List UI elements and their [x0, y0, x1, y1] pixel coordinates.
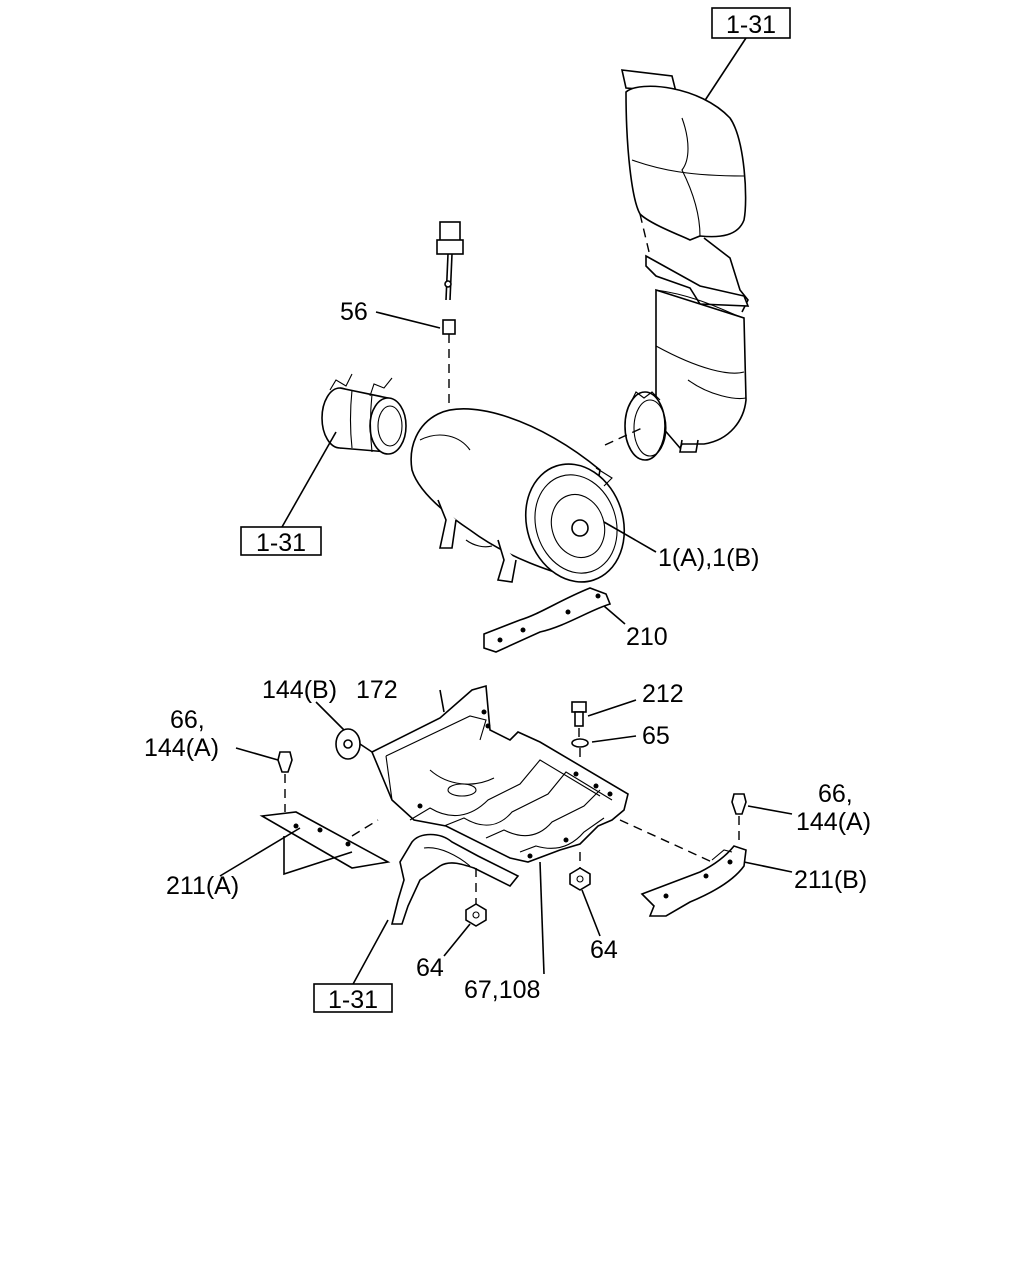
leader-211b: [743, 861, 793, 873]
leader-56: [375, 311, 441, 329]
leader-64-right: [581, 889, 601, 937]
mounting-frame: [370, 684, 629, 863]
leader-ref-left: [281, 431, 337, 528]
leader-66-right: [747, 805, 793, 815]
callout-64-right: 64: [590, 936, 618, 964]
leader-212: [587, 699, 637, 717]
clip-66-144a-left[interactable]: [277, 751, 293, 773]
callout-144b: 144(B): [262, 676, 337, 704]
sensor-56[interactable]: [436, 221, 464, 335]
plate-211a[interactable]: [259, 811, 391, 876]
bolt-212[interactable]: [571, 701, 587, 727]
callout-172: 172: [356, 676, 398, 704]
ref-box-top[interactable]: 1-31: [711, 7, 791, 39]
lower-bracket: [390, 833, 520, 925]
ref-label-bottom: 1-31: [328, 986, 378, 1014]
callout-66-right: 66,: [818, 780, 853, 808]
leader-144b: [315, 701, 345, 731]
intake-duct: [620, 69, 750, 461]
leader-ref-bottom: [351, 919, 389, 987]
dashed-line-duct-to-cleaner: [604, 427, 643, 446]
leader-1ab: [603, 521, 657, 553]
callout-212: 212: [642, 680, 684, 708]
callout-67-108: 67,108: [464, 976, 540, 1004]
air-cleaner: [410, 408, 626, 583]
callout-210: 210: [626, 623, 668, 651]
callout-66-left: 66,: [170, 706, 205, 734]
nut-64-left[interactable]: [465, 903, 487, 927]
leader-65: [591, 735, 637, 743]
leader-67-108: [539, 861, 545, 975]
ref-box-bottom[interactable]: 1-31: [313, 983, 393, 1014]
leader-211a: [219, 827, 301, 877]
grommet-144b[interactable]: [335, 728, 373, 760]
callout-1ab: 1(A),1(B): [658, 544, 759, 572]
nut-64-right[interactable]: [569, 867, 591, 891]
leader-ref-top: [699, 37, 747, 109]
callout-65: 65: [642, 722, 670, 750]
ref-box-left[interactable]: 1-31: [240, 526, 322, 557]
leader-66-left: [235, 747, 279, 761]
callout-144a-left: 144(A): [144, 734, 219, 762]
clip-66-144a-right[interactable]: [731, 793, 747, 815]
dashed-line-211a: [351, 819, 379, 837]
callout-211a: 211(A): [166, 872, 239, 900]
plate-211b[interactable]: [640, 845, 747, 917]
intake-hose: [321, 373, 407, 455]
bracket-210[interactable]: [483, 587, 612, 653]
ref-label-top: 1-31: [726, 11, 776, 39]
callout-144a-right: 144(A): [796, 808, 871, 836]
washer-65[interactable]: [571, 738, 589, 748]
leader-210: [603, 605, 626, 625]
callout-211b: 211(B): [794, 866, 867, 894]
callout-56: 56: [340, 298, 368, 326]
dashed-line-211b: [619, 819, 713, 863]
callout-64-left: 64: [416, 954, 444, 982]
ref-label-left: 1-31: [256, 529, 306, 557]
leader-172: [439, 689, 445, 713]
leader-64-left: [443, 923, 471, 957]
